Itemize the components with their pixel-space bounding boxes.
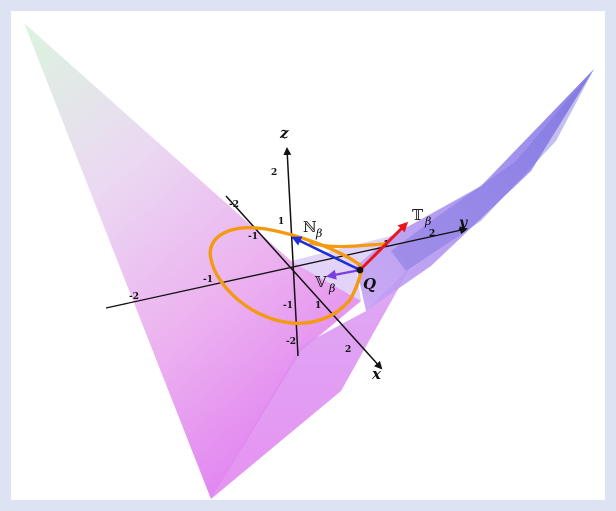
surface-bottom-sheet [211,266,411,499]
x-axis [225,195,383,370]
y-tick-neg1: -1 [203,275,213,285]
z-tick-neg2: -2 [286,337,296,347]
x-tick-neg1: -1 [248,232,258,242]
z-axis [283,147,299,357]
point-q-marker [356,266,364,274]
x-tick-1: 1 [315,301,321,311]
x-tick-2: 2 [345,345,351,355]
y-tick-2: 2 [429,229,435,239]
surface-center-shade [291,236,391,301]
third-vector-label-sub: β [328,282,335,295]
x-tick-neg2: -2 [229,200,239,210]
normal-vector [291,236,361,272]
surface-right-wing-shade [391,69,594,271]
surface-left-sheet [24,23,361,499]
x-axis-label: x [371,365,382,383]
third-vector-label: 𝕍 [314,273,327,291]
normal-label-sub: β [315,227,322,240]
surface-right-wing [356,69,594,311]
third-vector [326,268,361,280]
y-tick-neg2: -2 [129,292,139,302]
orange-curve-tail [309,241,385,249]
z-tick-1: 1 [278,217,284,227]
tangent-label: 𝕋 [412,206,424,224]
z-axis-label: z [279,124,289,142]
point-q-label: Q [363,275,376,293]
tangent-label-sub: β [424,215,431,228]
orange-curve [208,226,363,325]
tangent-vector [358,221,409,272]
z-tick-neg1: -1 [283,301,293,311]
y-axis-label: y [458,215,468,231]
surface-diagram: z x y 2 1 -1 -2 1 2 1 2 -2 -1 -2 -1 Q 𝕋 … [24,23,594,499]
figure-frame: z x y 2 1 -1 -2 1 2 1 2 -2 -1 -2 -1 Q 𝕋 … [11,11,605,500]
z-tick-2: 2 [271,168,277,178]
normal-label: ℕ [303,218,317,236]
y-axis [105,226,468,309]
